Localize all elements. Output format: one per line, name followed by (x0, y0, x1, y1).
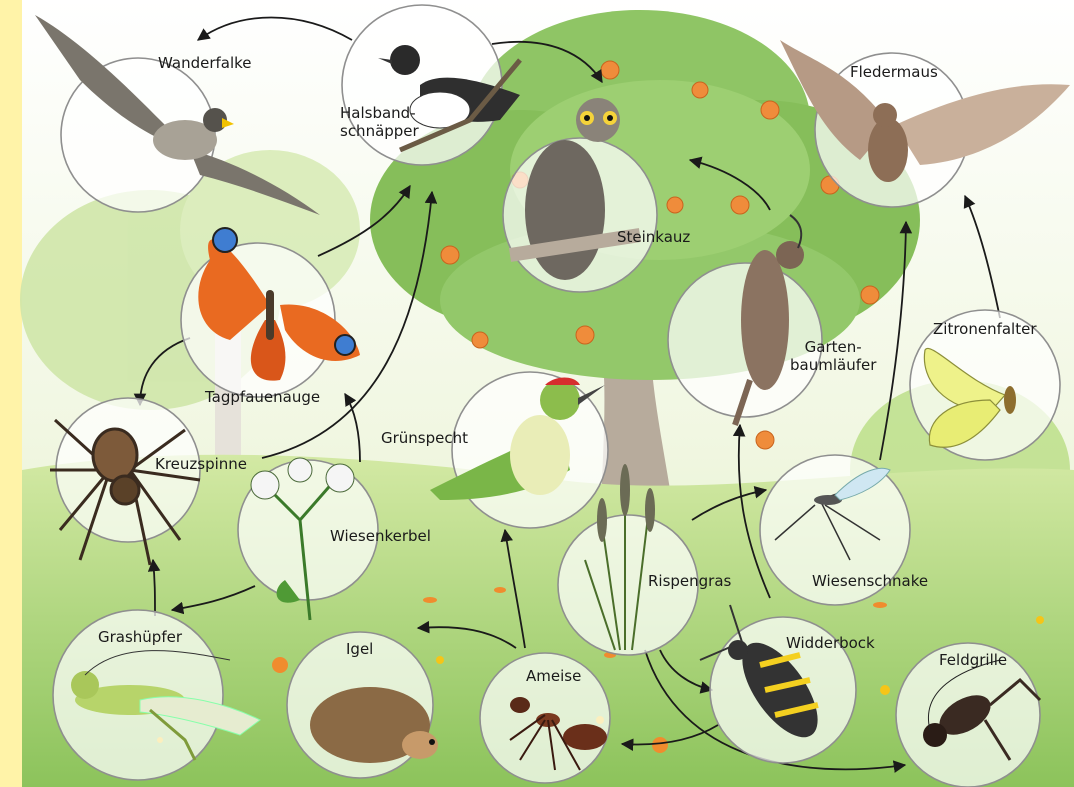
label-gartenbaumlaeufer: Garten- baumläufer (790, 338, 876, 374)
label-halsbandschnaepper: Halsband- schnäpper (340, 104, 419, 140)
label-gartenbaumlaeufer-line1: Garten- (790, 338, 876, 356)
label-widderbock: Widderbock (786, 634, 875, 652)
label-steinkauz: Steinkauz (617, 228, 690, 246)
label-wiesenschnake: Wiesenschnake (812, 572, 928, 590)
label-tagpfauenauge: Tagpfauenauge (205, 388, 320, 406)
label-halsbandschnaepper-line1: Halsband- (340, 104, 419, 122)
label-gartenbaumlaeufer-line2: baumläufer (790, 356, 876, 374)
label-rispengras: Rispengras (648, 572, 731, 590)
label-grashuepfer: Grashüpfer (98, 628, 182, 646)
label-zitronenfalter: Zitronenfalter (933, 320, 1037, 338)
label-wiesenkerbel: Wiesenkerbel (330, 527, 431, 545)
label-igel: Igel (346, 640, 373, 658)
margin-strip (0, 0, 22, 787)
label-ameise: Ameise (526, 667, 581, 685)
label-halsbandschnaepper-line2: schnäpper (340, 122, 419, 140)
label-fledermaus: Fledermaus (850, 63, 938, 81)
label-wanderfalke: Wanderfalke (158, 54, 252, 72)
label-kreuzspinne: Kreuzspinne (155, 455, 247, 473)
label-feldgrille: Feldgrille (939, 651, 1007, 669)
label-gruenspecht: Grünspecht (381, 429, 468, 447)
